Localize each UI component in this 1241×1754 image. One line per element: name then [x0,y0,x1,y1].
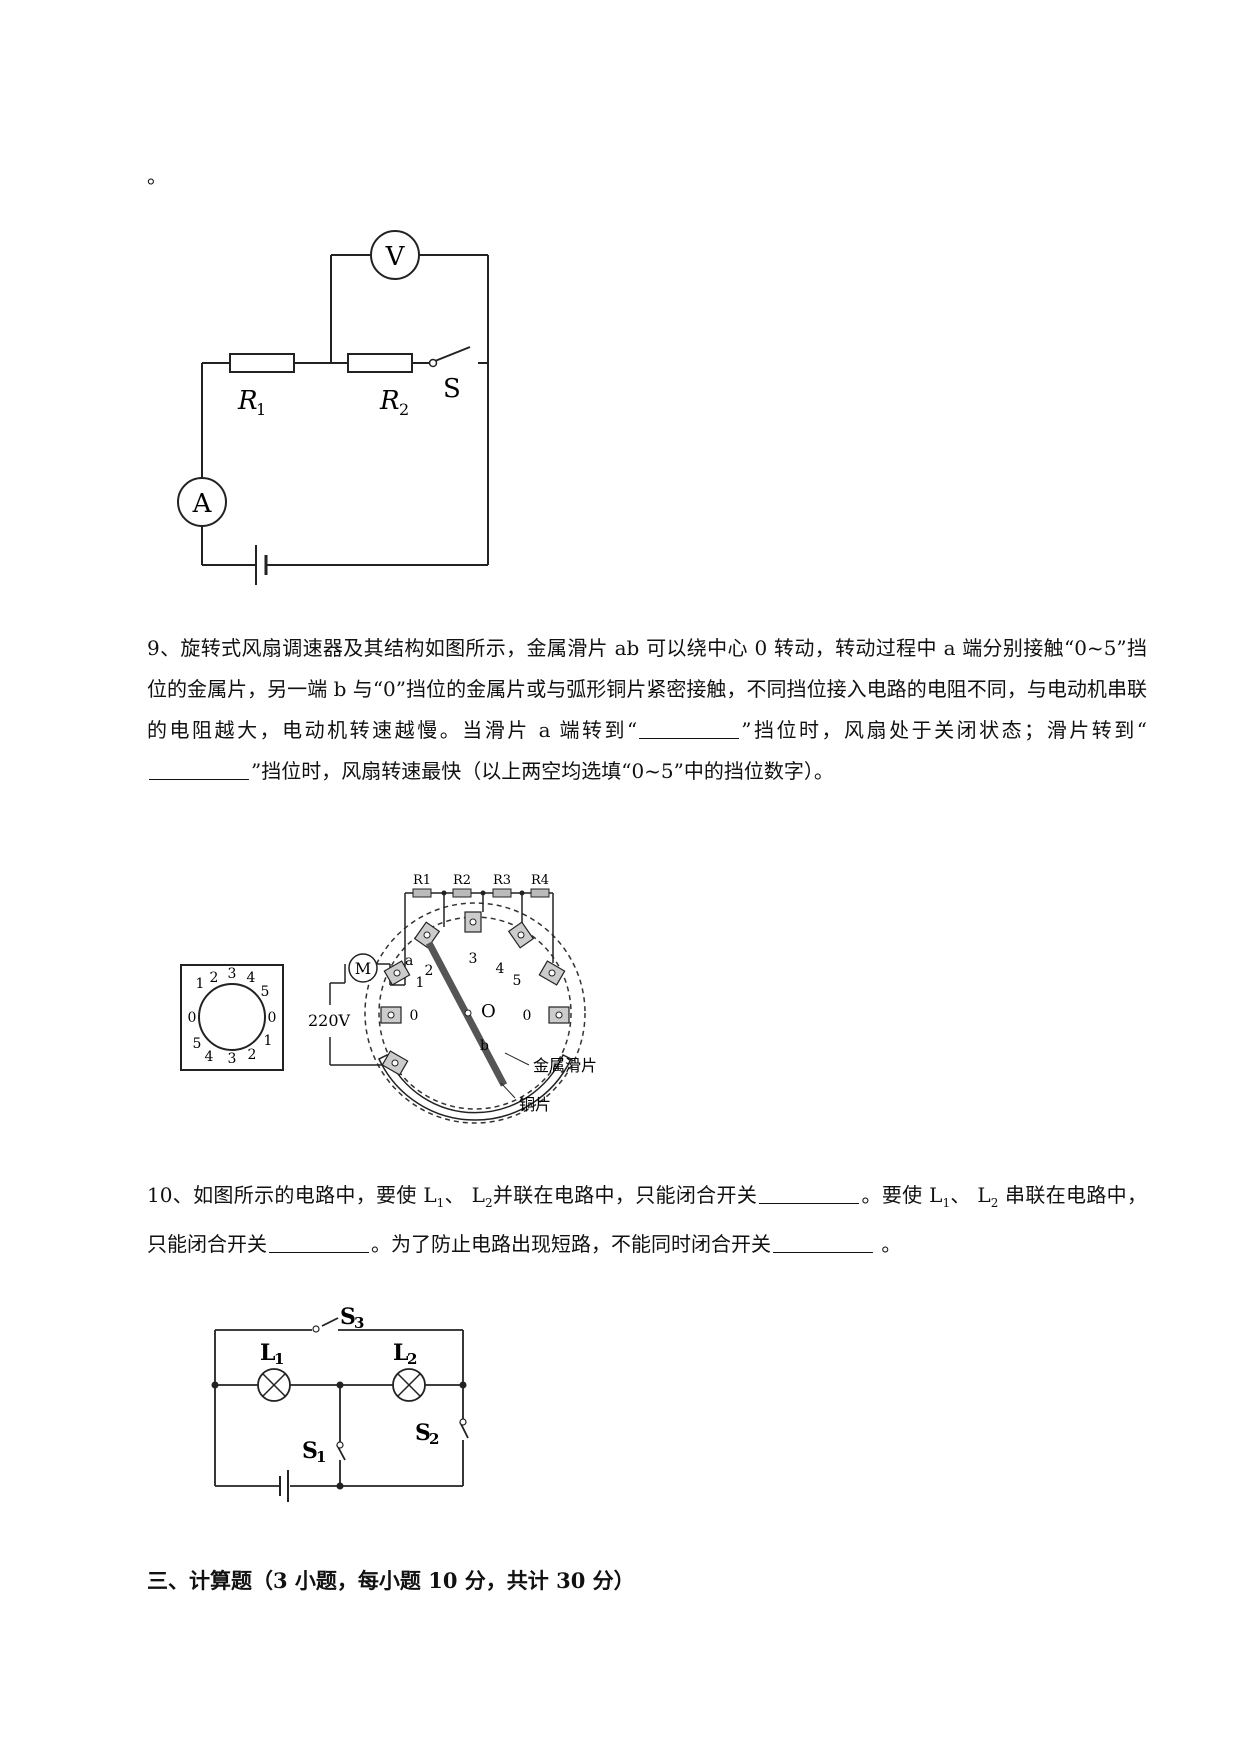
l2-label: L [393,1340,408,1366]
svg-text:2: 2 [248,1047,257,1063]
ammeter-label: A [192,489,213,519]
lamp-l2 [392,1368,426,1402]
motor-label: M [355,959,371,978]
svg-text:4: 4 [205,1049,214,1065]
q9-blank-2[interactable] [149,757,249,780]
r1-subscript: 1 [256,400,266,419]
s2-label: S [415,1420,431,1446]
resistor-r4 [530,888,550,898]
q10-sub-4: 2 [990,1196,999,1210]
svg-text:R2: R2 [453,873,471,888]
s1-label: S [302,1438,318,1464]
end-b-label: b [480,1038,489,1054]
q10-blank-1[interactable] [759,1181,860,1204]
position-numbers: 0 1 2 3 4 5 0 [410,951,532,1024]
svg-text:3: 3 [228,1051,237,1067]
question-10: 10、如图所示的电路中，要使 L1、 L2并联在电路中，只能闭合开关。要使 L1… [147,1175,1147,1265]
q9-text-3: ”挡位时，风扇转速最快（以上两空均选填“0~5”中的挡位数字）。 [251,759,834,783]
q10-sub-3: 1 [942,1196,951,1210]
q9-text-1: 9、旋转式风扇调速器及其结构如图所示，金属滑片 ab 可以绕中心 0 转动，转动… [147,636,1147,742]
lamp-l1 [257,1368,291,1402]
svg-text:3: 3 [469,951,478,967]
svg-text:5: 5 [261,984,270,1000]
resistor-r2 [452,888,472,898]
svg-text:5: 5 [513,973,522,989]
resistor-r1 [229,353,295,373]
q10-text-5: 、 L [950,1183,991,1207]
r1-label: R [237,386,258,416]
center-label: O [481,1001,496,1022]
svg-text:0: 0 [523,1008,532,1024]
contact-pads [380,911,570,1076]
copper-arc [378,1053,572,1121]
svg-text:3: 3 [228,966,237,982]
svg-text:R1: R1 [413,873,431,888]
switch-label: S [443,374,461,404]
circuit-figure-3: S 3 L 1 L 2 S 1 S 2 [211,1304,469,1502]
q10-text-3: 并联在电路中，只能闭合开关 [492,1183,758,1207]
q10-text-2: 、 L [444,1183,485,1207]
q10-blank-2[interactable] [269,1230,369,1253]
svg-text:5: 5 [193,1036,202,1052]
s2-subscript: 2 [429,1430,439,1448]
svg-text:0: 0 [188,1010,197,1026]
resistor-r1 [412,888,432,898]
s3-subscript: 3 [354,1314,364,1332]
svg-text:2: 2 [425,963,434,979]
l2-subscript: 2 [407,1350,417,1368]
circuit-figure-1: V A R 1 R 2 S [177,230,489,585]
q10-text-8: 。 [875,1232,902,1256]
svg-text:1: 1 [196,976,205,992]
q10-text-6: 串联在电路中，只能闭合开关 [147,1183,1148,1256]
q10-text-4: 。要使 L [861,1183,943,1207]
q9-blank-1[interactable] [639,716,740,739]
question-9: 9、旋转式风扇调速器及其结构如图所示，金属滑片 ab 可以绕中心 0 转动，转动… [147,628,1147,792]
svg-text:0: 0 [268,1010,277,1026]
r2-subscript: 2 [399,400,409,419]
resistor-labels: R1 R2 R3 R4 [413,873,549,888]
r2-label: R [379,386,400,416]
ammeter [177,477,227,527]
fan-regulator-figure: 1 2 3 4 5 0 0 5 4 3 2 1 [180,873,597,1124]
s1-subscript: 1 [316,1448,326,1466]
end-a-label: a [405,953,413,969]
voltmeter [370,230,420,280]
slider-label: 金属滑片 [533,1056,597,1075]
dial-numbers: 1 2 3 4 5 0 0 5 4 3 2 1 [188,966,277,1067]
leading-mark: 。 [147,164,167,188]
dial-knob [198,983,266,1051]
q10-sub-1: 1 [436,1196,445,1210]
copper-label: 铜片 [519,1095,551,1114]
l1-label: L [260,1340,275,1366]
s3-label: S [340,1304,356,1330]
resistor-r2 [347,353,413,373]
q10-text-7: 。为了防止电路出现短路，不能同时闭合开关 [371,1232,771,1256]
svg-text:R3: R3 [493,873,511,888]
svg-text:1: 1 [416,975,425,991]
svg-text:1: 1 [264,1033,273,1049]
resistor-r3 [492,888,512,898]
section-heading-3: 三、计算题（3 小题，每小题 10 分，共计 30 分） [147,1568,635,1593]
q10-blank-3[interactable] [773,1230,873,1253]
svg-text:4: 4 [247,970,256,986]
svg-text:R4: R4 [531,873,549,888]
q9-text-2: ”挡位时，风扇处于关闭状态；滑片转到“ [741,718,1147,742]
voltmeter-label: V [385,242,406,272]
l1-subscript: 1 [274,1350,284,1368]
q10-text-1: 10、如图所示的电路中，要使 L [147,1183,437,1207]
svg-text:0: 0 [410,1008,419,1024]
voltage-label: 220V [308,1011,351,1030]
svg-text:4: 4 [496,961,505,977]
svg-text:2: 2 [210,970,219,986]
q10-sub-2: 2 [484,1196,493,1210]
motor [348,953,378,983]
